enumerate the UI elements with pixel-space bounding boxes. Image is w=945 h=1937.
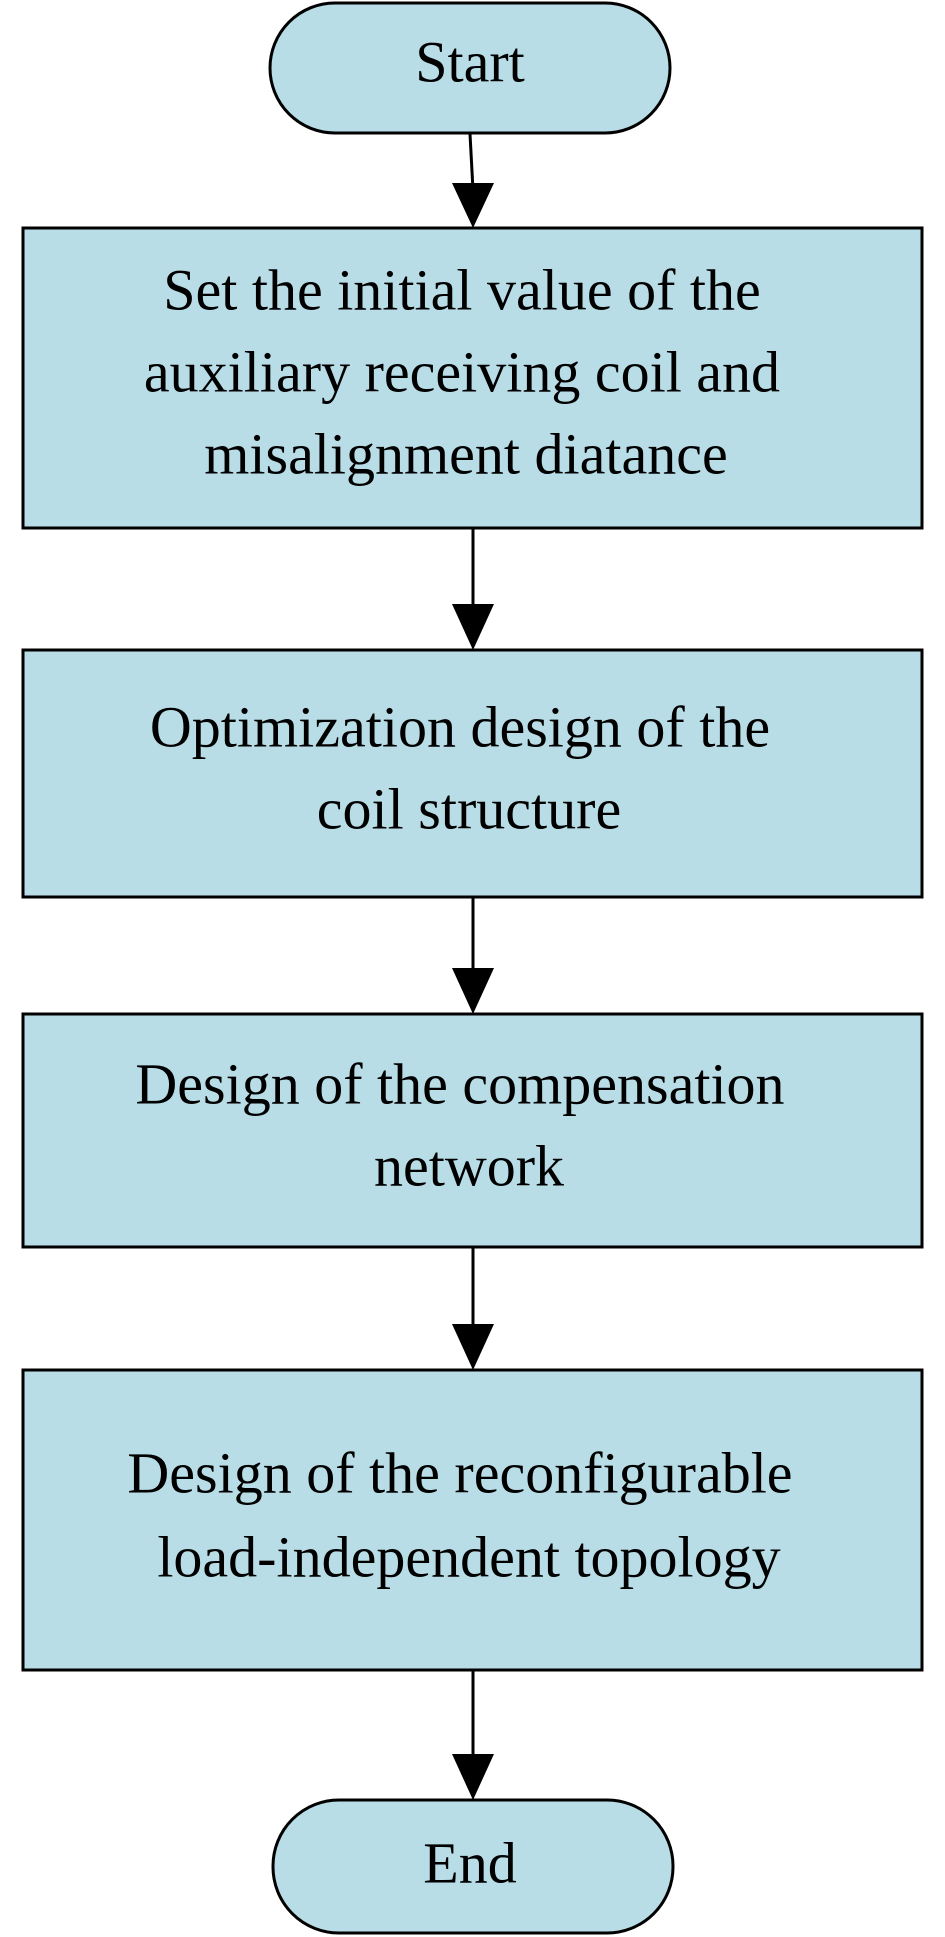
arrow-head xyxy=(452,1324,494,1370)
process-step-4-line-1: Design of the reconfigurable xyxy=(127,1440,792,1505)
process-step-3-line-2: network xyxy=(374,1133,564,1198)
arrow-step-3-to-step-4 xyxy=(452,1247,494,1370)
arrow-step-1-to-step-2 xyxy=(452,528,494,650)
start-label: Start xyxy=(415,29,525,94)
arrow-start-to-step-1 xyxy=(452,133,494,228)
arrow-head xyxy=(452,968,494,1014)
process-step-3-line-1: Design of the compensation xyxy=(135,1051,784,1116)
arrow-head xyxy=(452,604,494,650)
start-terminal: Start xyxy=(268,1,672,135)
process-step-1-line-2: auxiliary receiving coil and xyxy=(144,339,780,404)
arrow-head xyxy=(452,183,494,228)
end-label: End xyxy=(423,1830,516,1895)
arrow-head xyxy=(452,1754,494,1800)
process-step-4-line-2: load-independent topology xyxy=(157,1524,780,1589)
process-step-1-line-3: misalignment diatance xyxy=(204,421,727,486)
process-step-2-line-2: coil structure xyxy=(317,776,621,841)
process-step-2-line-1: Optimization design of the xyxy=(150,694,770,759)
process-step-1: Set the initial value of the auxiliary r… xyxy=(21,226,924,530)
process-step-4-box xyxy=(21,1368,924,1672)
end-terminal: End xyxy=(271,1798,675,1935)
process-step-2-box xyxy=(21,648,924,899)
process-step-2: Optimization design of the coil structur… xyxy=(21,648,924,899)
process-step-3: Design of the compensation network xyxy=(21,1012,924,1249)
arrow-line xyxy=(468,133,475,191)
start-terminal-shape xyxy=(268,1,672,135)
arrow-step-4-to-end xyxy=(452,1670,494,1800)
arrow-step-2-to-step-3 xyxy=(452,897,494,1014)
end-terminal-shape xyxy=(271,1798,675,1935)
process-step-1-line-1: Set the initial value of the xyxy=(163,257,761,322)
process-step-4: Design of the reconfigurable load-indepe… xyxy=(21,1368,924,1672)
process-step-3-box xyxy=(21,1012,924,1249)
process-step-1-box xyxy=(21,226,924,530)
